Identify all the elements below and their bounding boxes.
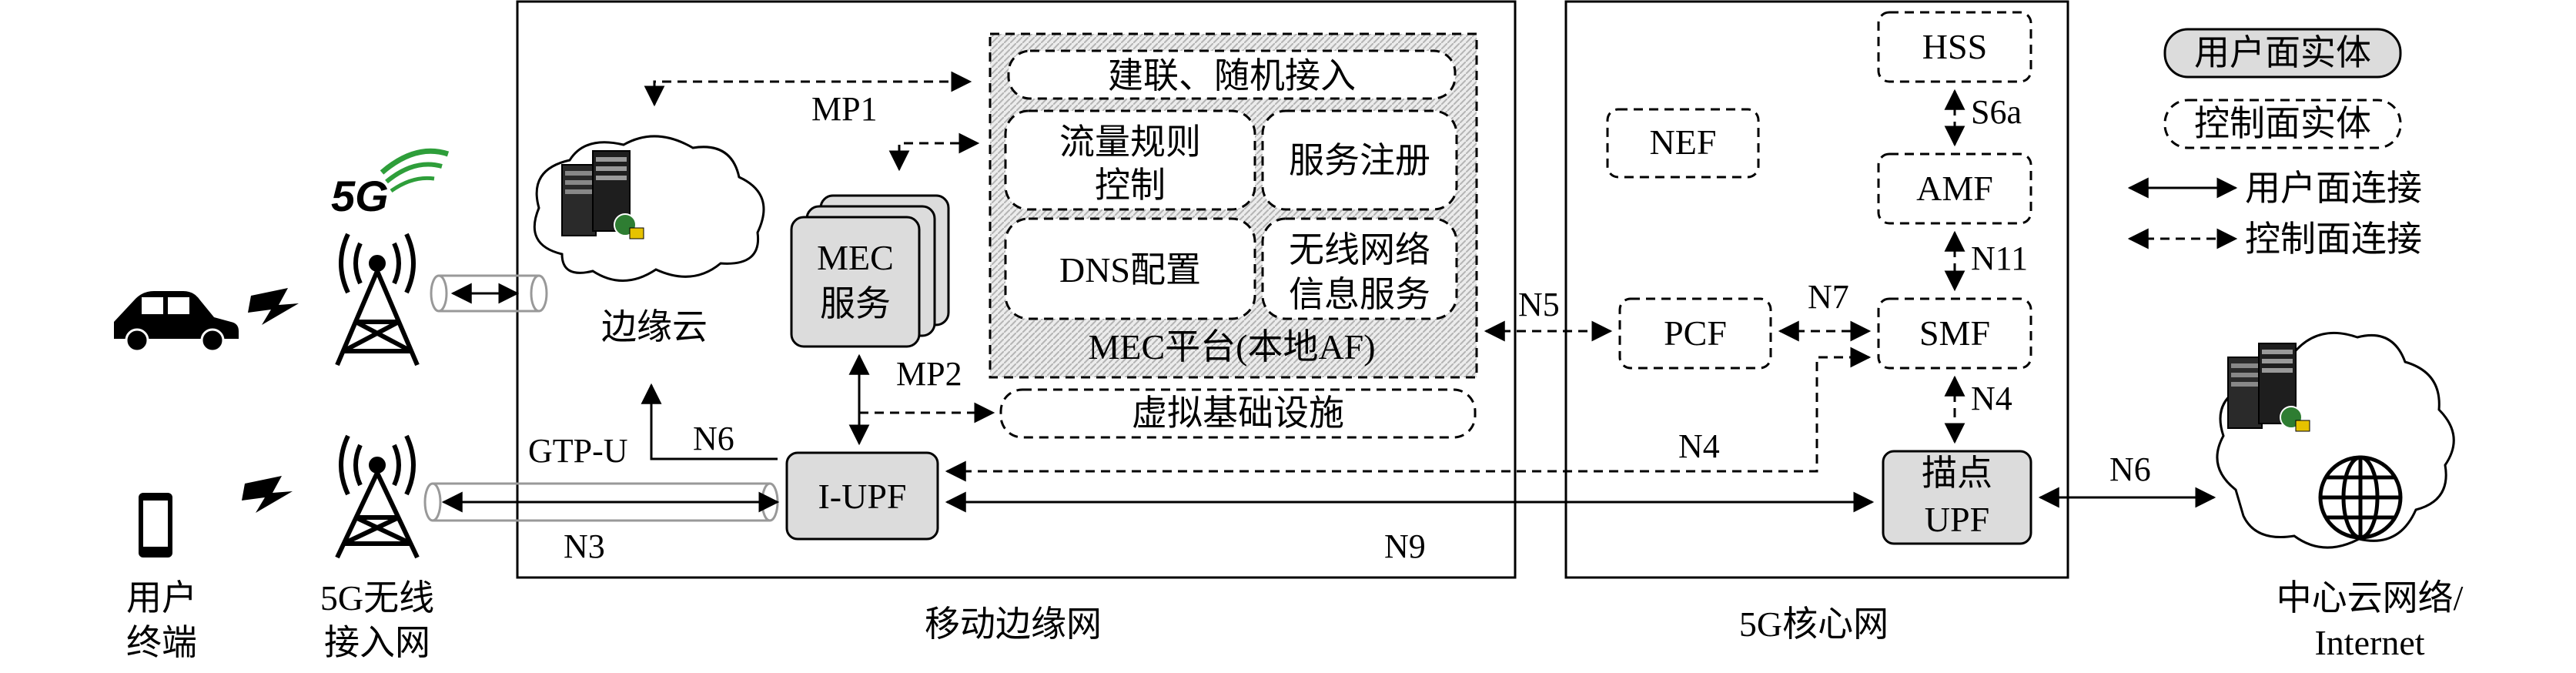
rnis-box <box>1261 217 1458 320</box>
legend-user-plane-entity-label: 用户面实体 <box>2194 33 2371 72</box>
traffic-rule-box <box>1004 109 1256 211</box>
n3-label: N3 <box>564 527 605 565</box>
n4-upf-label: N4 <box>1971 380 2012 417</box>
hss-label: HSS <box>1922 27 1987 66</box>
mp2-label: MP2 <box>896 355 962 393</box>
core-network-region <box>1564 0 2069 579</box>
service-register-label: 服务注册 <box>1289 141 1430 180</box>
s6a-label: S6a <box>1971 93 2022 131</box>
legend-user-plane-link-label: 用户面连接 <box>2245 169 2422 208</box>
mp1-link <box>644 71 972 107</box>
lightning-icon <box>242 476 293 513</box>
anchor-upf-label-line1: 描点 <box>1922 454 1992 493</box>
radio-access-label-line2: 接入网 <box>324 623 430 662</box>
iupf-box <box>785 451 939 541</box>
legend-control-plane-entity-label: 控制面实体 <box>2194 104 2371 143</box>
smf-label: SMF <box>1919 313 1990 353</box>
hss-box <box>1877 11 2032 83</box>
user-terminal-label-line1: 用户 <box>126 578 197 618</box>
cell-tower-icon <box>335 233 420 367</box>
legend: 用户面实体 控制面实体 用户面连接 控制面连接 <box>2127 28 2422 259</box>
car-icon <box>114 291 239 353</box>
center-cloud-label-line2: Internet <box>2314 623 2424 662</box>
edge-cloud-label: 边缘云 <box>601 307 708 347</box>
anchor-upf-box <box>1882 450 2032 545</box>
mobile-edge-network-label: 移动边缘网 <box>925 604 1102 644</box>
rnis-label-line2: 信息服务 <box>1289 275 1430 314</box>
dns-config-label: DNS配置 <box>1059 250 1201 290</box>
n6-edge-label: N6 <box>693 420 734 457</box>
mec-service-stack <box>790 194 950 348</box>
legend-user-plane-entity-box <box>2163 28 2402 79</box>
mec-platform-label: MEC平台(本地AF) <box>1088 327 1375 367</box>
gtpu-label: GTP-U <box>528 432 628 470</box>
edge-cloud <box>533 135 765 282</box>
n7-label: N7 <box>1808 278 1849 316</box>
link-access-label: 建联、随机接入 <box>1108 56 1356 95</box>
amf-box <box>1877 152 2032 225</box>
n9-label: N9 <box>1384 527 1426 565</box>
amf-label: AMF <box>1916 169 1993 208</box>
mp1-label: MP1 <box>811 90 878 128</box>
mec-service-box <box>790 216 921 348</box>
cell-tower-icon <box>335 434 420 559</box>
center-cloud-label-line1: 中心云网络/ <box>2277 578 2464 618</box>
globe-icon <box>2318 455 2403 540</box>
radio-access-label-line1: 5G无线 <box>320 578 434 618</box>
link-access-box <box>1007 49 1457 100</box>
lightning-icon <box>248 288 299 325</box>
nef-label: NEF <box>1650 122 1717 162</box>
5g-logo-text: 5G <box>331 172 389 220</box>
mec-service-label-line1: MEC <box>817 238 894 277</box>
traffic-rule-label-line1: 流量规则 <box>1059 122 1201 162</box>
n11-label: N11 <box>1971 239 2028 277</box>
dns-config-box <box>1004 217 1256 320</box>
5g-logo: 5G <box>331 148 450 220</box>
mec-service-label-line2: 服务 <box>820 284 891 323</box>
legend-control-plane-entity-box <box>2163 99 2402 149</box>
phone-icon <box>139 493 172 557</box>
center-cloud <box>2216 331 2455 549</box>
iupf-label: I-UPF <box>818 477 906 516</box>
n4-iupf-label: N4 <box>1678 427 1720 465</box>
n4-iupf-link <box>945 347 1872 482</box>
anchor-upf-label-line2: UPF <box>1925 500 1989 539</box>
pcf-label: PCF <box>1664 313 1727 353</box>
service-register-box <box>1261 109 1458 211</box>
user-terminal-label-line2: 终端 <box>126 623 197 662</box>
legend-control-plane-link-label: 控制面连接 <box>2245 219 2422 259</box>
n6-edge-link <box>641 383 778 460</box>
n5-label: N5 <box>1518 286 1560 323</box>
mec-platform-items <box>1004 49 1458 320</box>
tunnel-upper <box>430 274 548 313</box>
n6-center-label: N6 <box>2109 450 2151 488</box>
nef-box <box>1606 108 1760 179</box>
rnis-label-line1: 无线网络 <box>1289 230 1430 270</box>
core-network-label: 5G核心网 <box>1739 604 1889 644</box>
smf-box <box>1877 297 2032 370</box>
traffic-rule-label-line2: 控制 <box>1095 166 1166 205</box>
virtual-infra-label: 虚拟基础设施 <box>1132 393 1344 433</box>
mec-service-platform-link <box>888 132 980 172</box>
